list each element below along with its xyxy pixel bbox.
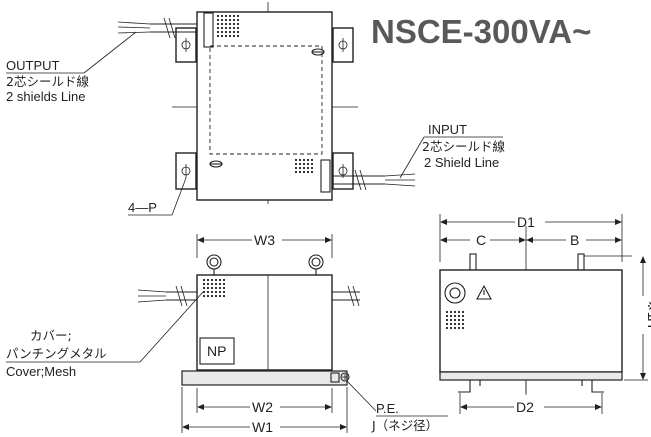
pe-terminal-box — [330, 372, 340, 383]
front-base-plate — [181, 370, 348, 386]
side-eyebolt-left-icon — [469, 253, 477, 271]
output-label: OUTPUT 2芯シールド線 2 shields Line — [6, 31, 137, 104]
dim-h: H — [645, 318, 651, 328]
side-foot-right — [581, 379, 604, 393]
side-view: D1 C B — [439, 214, 651, 415]
nameplate-text: NP — [207, 343, 226, 359]
side-view-body — [439, 269, 623, 373]
cover-label: カバー; パンチングメタル Cover;Mesh — [6, 291, 204, 379]
mount-hole-label: 4—P — [128, 177, 187, 216]
dim-h-note: ※1 — [645, 300, 651, 320]
front-vent-dots — [202, 278, 226, 298]
output-terminal-box — [203, 12, 214, 48]
dim-w2: W2 — [252, 399, 273, 415]
pe-sub: J（ネジ径） — [371, 418, 438, 433]
input-label: INPUT 2芯シールド線 2 Shield Line — [399, 122, 505, 179]
ground-screw-icon — [340, 372, 350, 382]
vent-dots-bottom — [294, 158, 314, 174]
nameplate — [199, 337, 235, 365]
top-view-inner-outline — [209, 45, 323, 155]
side-vent-dots — [445, 310, 465, 330]
eyebolt-right-icon — [308, 254, 324, 270]
eyebolt-top-icons — [209, 48, 325, 168]
input-en-text: 2 Shield Line — [424, 155, 499, 170]
side-base-plate — [439, 371, 623, 381]
product-title: NSCE-300VA~ — [371, 13, 591, 50]
dim-w1: W1 — [252, 419, 273, 435]
pe-title: P.E. — [376, 401, 399, 416]
input-terminal-box — [320, 159, 331, 193]
output-title: OUTPUT — [6, 58, 60, 73]
dim-b: B — [570, 232, 579, 248]
dim-c: C — [476, 232, 486, 248]
dim-d2: D2 — [516, 399, 534, 415]
output-en-text: 2 shields Line — [6, 89, 86, 104]
front-view-body — [196, 274, 333, 371]
top-view-body — [196, 11, 333, 201]
front-cable-left — [137, 285, 197, 307]
output-cable — [117, 17, 197, 39]
input-jp-text: 2芯シールド線 — [422, 139, 505, 154]
output-jp-text: 2芯シールド線 — [6, 74, 89, 89]
side-eyebolt-right-icon — [577, 253, 585, 271]
input-title: INPUT — [428, 122, 467, 137]
side-foot-left — [458, 379, 481, 393]
warning-icon — [476, 284, 492, 300]
top-view — [117, 2, 416, 204]
eyebolt-left-icon — [206, 254, 222, 270]
dim-w3: W3 — [254, 232, 275, 248]
vent-dots-top — [216, 14, 240, 38]
pe-label: P.E. J（ネジ径） — [346, 380, 448, 433]
dim-d1: D1 — [517, 214, 535, 230]
cover-jp2: パンチングメタル — [6, 346, 107, 361]
terminal-circle-icon — [444, 282, 466, 304]
front-view: W3 NP — [137, 232, 360, 435]
input-cable — [332, 169, 416, 191]
cover-en: Cover;Mesh — [6, 364, 76, 379]
front-cable-right — [332, 285, 360, 307]
cover-jp1: カバー; — [30, 328, 72, 343]
mount-hole-text: 4—P — [128, 200, 157, 215]
